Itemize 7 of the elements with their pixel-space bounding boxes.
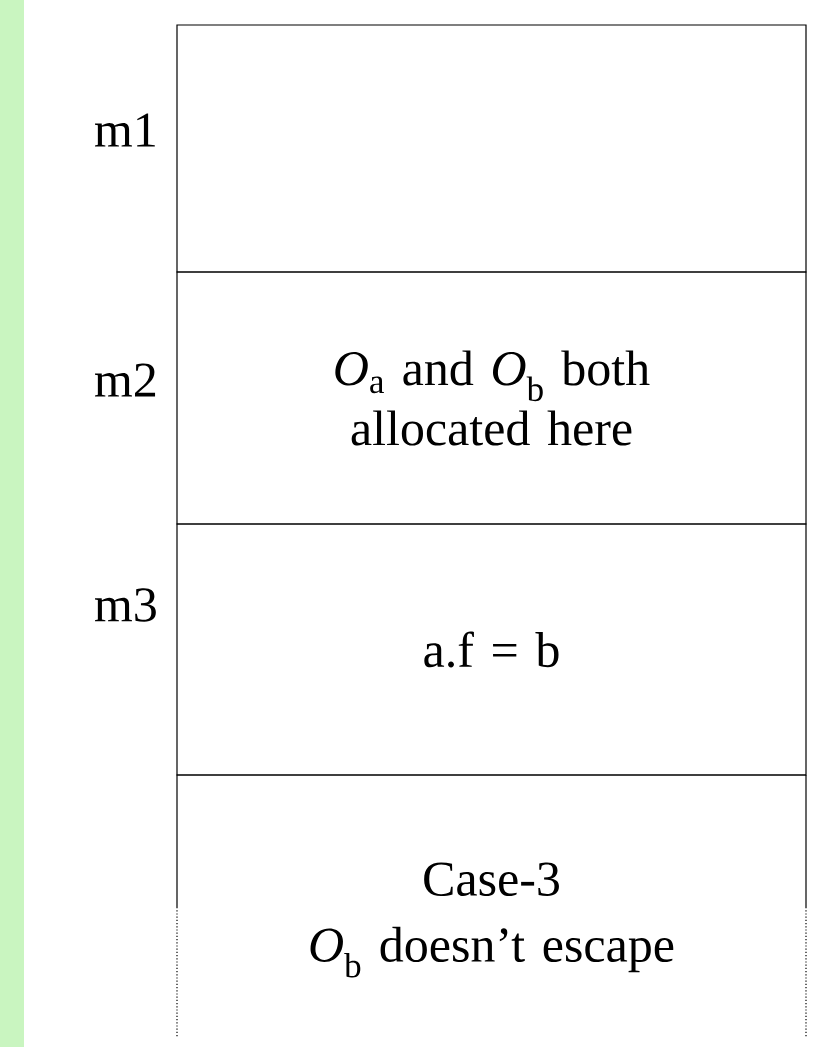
row-label: m3 [94, 588, 156, 622]
row-label: m1 [94, 113, 155, 147]
memory-box: a.f = b [176, 523, 807, 776]
row-label: m2 [94, 363, 156, 397]
memory-box [176, 24, 807, 273]
memory-box: Case-3 O$_{b}$ doesn’t escape [176, 774, 807, 1038]
memory-box: O$_{a}$ and O$_{b}$ both allocated here [176, 271, 807, 525]
